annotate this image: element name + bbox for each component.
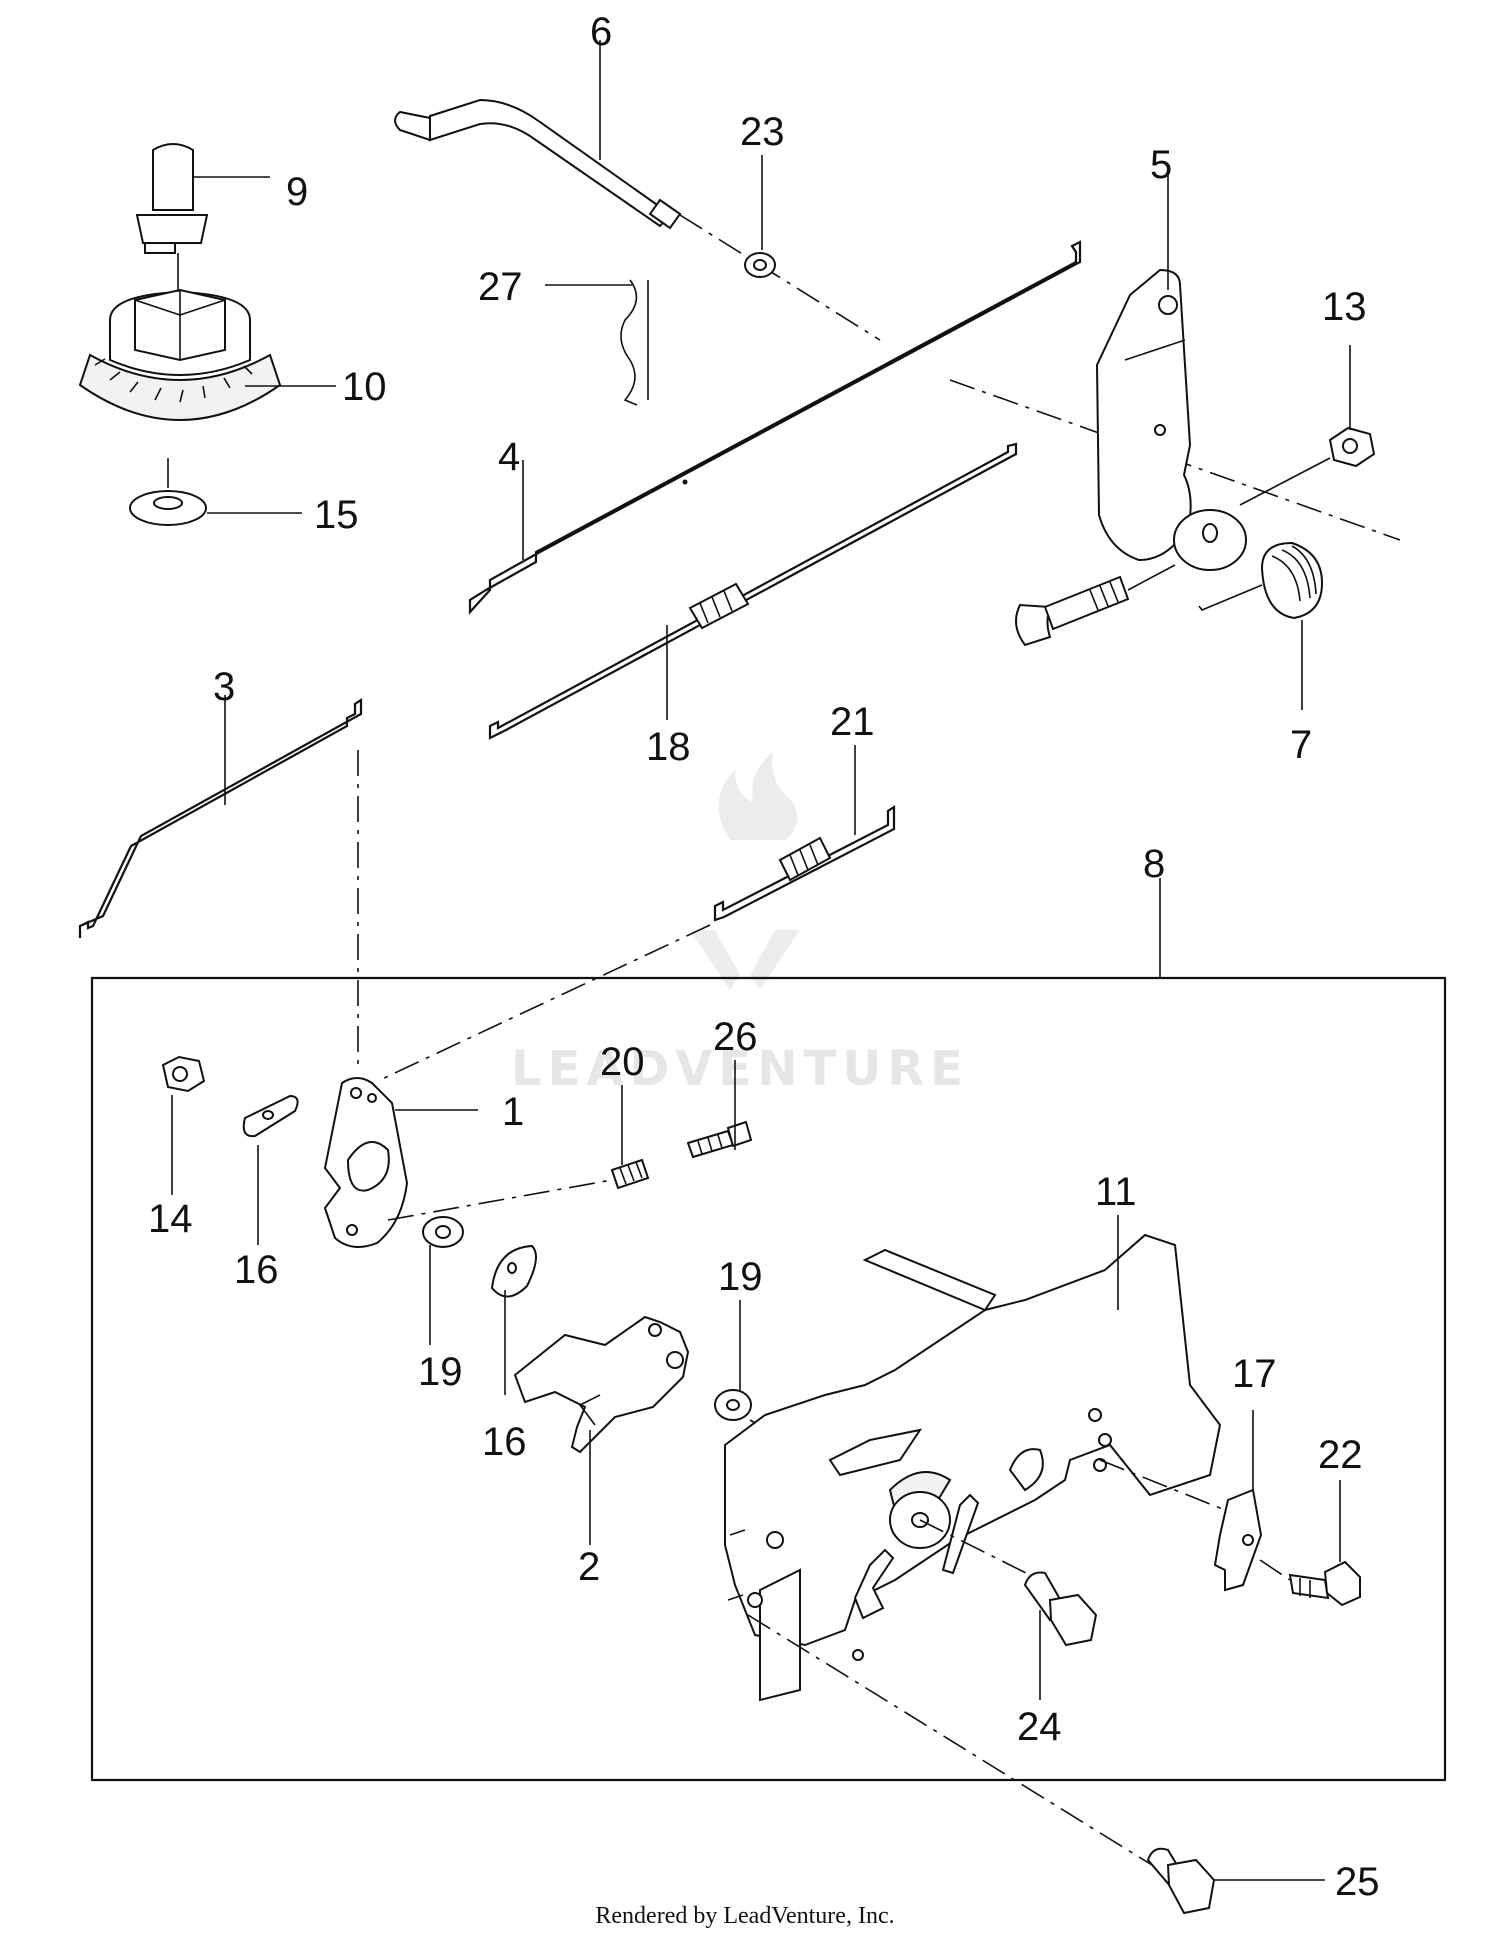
part-22-bolt: [1288, 1560, 1361, 1607]
part-14-nut: [161, 1055, 206, 1093]
callout-6: 6: [590, 10, 612, 54]
part-23-washer: [744, 252, 776, 278]
part-4-governor-rod: [468, 240, 1082, 615]
axis-line-11-24: [919, 1519, 1041, 1581]
part-25-bolt: [1146, 1847, 1216, 1915]
callout-labels: 1 2 3 4 5 6 7 8 9 10 11 13 14 15 16 16 1…: [148, 10, 1380, 1904]
callout-20: 20: [600, 1040, 645, 1084]
callout-2: 2: [578, 1545, 600, 1589]
axis-line-11-25: [747, 1614, 1161, 1871]
callout-8: 8: [1143, 842, 1165, 886]
axis-line-6-5: [679, 214, 881, 341]
callout-16b: 16: [482, 1420, 527, 1464]
axis-line-bolt: [1127, 564, 1176, 591]
assembly-box-8: [90, 976, 1447, 1782]
callout-11: 11: [1095, 1170, 1137, 1214]
part-16b-washer: [490, 1244, 537, 1298]
part-3-choke-rod: [78, 697, 363, 938]
axis-line-17-22: [1259, 1559, 1291, 1581]
part-26-screw: [686, 1120, 753, 1159]
callout-22: 22: [1318, 1433, 1363, 1477]
callout-19b: 19: [718, 1255, 763, 1299]
part-16a-washer: [242, 1094, 299, 1138]
callout-23: 23: [740, 110, 785, 154]
callout-3: 3: [213, 665, 235, 709]
part-2-choke-lever: [513, 1315, 690, 1454]
callout-19a: 19: [418, 1350, 463, 1394]
part-9-governor-sleeve: [135, 143, 209, 254]
part-19b-washer: [714, 1389, 752, 1421]
callout-18: 18: [646, 725, 691, 769]
part-5-governor-lever: [1095, 268, 1247, 571]
part-18-spring: [688, 582, 750, 630]
callout-17: 17: [1232, 1352, 1277, 1396]
part-1-throttle-lever: [323, 1077, 409, 1248]
part-15-washer: [129, 490, 207, 526]
part-27-gasket: [620, 279, 649, 406]
footer-credit: Rendered by LeadVenture, Inc.: [595, 1903, 894, 1929]
part-21-spring: [778, 836, 832, 882]
part-7-spring: [1198, 541, 1324, 620]
part-21-rod: [713, 804, 896, 922]
callout-10: 10: [342, 365, 387, 409]
part-11-control-bracket: [724, 1233, 1222, 1702]
callout-9: 9: [286, 170, 308, 214]
callout-24: 24: [1017, 1705, 1062, 1749]
watermark-text: LEADVENTURE: [511, 1041, 969, 1097]
part-lever-bolt: [1015, 575, 1130, 647]
axis-line-11-17: [1099, 1459, 1226, 1511]
part-6-control-shaft: [394, 98, 682, 230]
watermark-logo: [690, 752, 800, 990]
axis-line-21-1: [379, 924, 711, 1081]
callout-26: 26: [713, 1015, 758, 1059]
part-20-screw: [610, 1158, 650, 1190]
callout-5: 5: [1150, 143, 1172, 187]
axis-line-13: [1239, 457, 1331, 506]
axis-line-1-20: [387, 1174, 641, 1221]
callout-1: 1: [502, 1090, 524, 1134]
callout-16a: 16: [234, 1248, 279, 1292]
callout-15: 15: [314, 493, 359, 537]
callout-4: 4: [498, 435, 520, 479]
part-17-clip: [1213, 1488, 1263, 1592]
part-19a-washer: [422, 1216, 464, 1248]
callout-7: 7: [1290, 723, 1312, 767]
callout-14: 14: [148, 1197, 193, 1241]
callout-13: 13: [1322, 285, 1367, 329]
part-18-throttle-rod: [488, 442, 1018, 740]
callout-27: 27: [478, 265, 523, 309]
callout-25: 25: [1335, 1860, 1380, 1904]
part-13-nut: [1328, 426, 1376, 468]
part-24-bolt: [1023, 1571, 1098, 1647]
callout-21: 21: [830, 700, 875, 744]
part-10-governor-gear: [78, 288, 282, 421]
